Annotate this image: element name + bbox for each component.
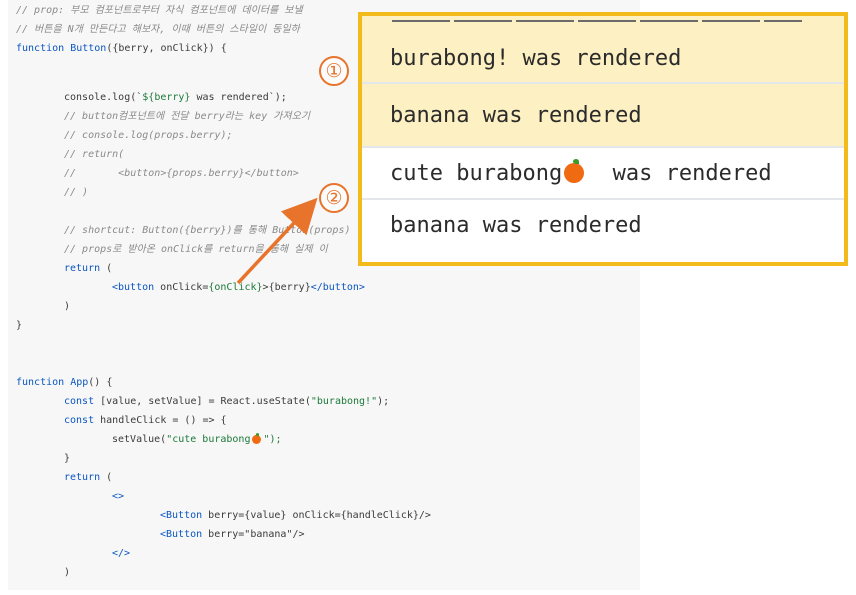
code-line-return: return (	[64, 472, 113, 483]
code-line-button-2: <Button berry="banana"/>	[160, 529, 305, 540]
code-line-use-state: const [value, setValue] = React.useState…	[64, 396, 390, 407]
tangerine-icon	[252, 432, 262, 444]
code-line-console-log: console.log(`${berry} was rendered`);	[64, 92, 287, 103]
tangerine-icon	[564, 159, 585, 183]
code-comment: // 버튼을 N개 만든다고 해보자, 이때 버튼의 스타일이 동일하	[16, 24, 300, 35]
annotation-marker-1: ①	[319, 56, 349, 86]
code-line-button-1: <Button berry={value} onClick={handleCli…	[160, 510, 431, 521]
code-line-brace-close: }	[64, 453, 71, 464]
code-line-paren-close: )	[64, 301, 71, 312]
console-row: burabong! was rendered	[362, 34, 844, 84]
code-line-return: return (	[64, 263, 113, 274]
code-comment: // props로 받아온 onClick를 return을 통해 실제 이	[64, 244, 328, 255]
code-line-function-app: function App() {	[16, 377, 113, 388]
code-line-brace-close: }	[16, 320, 23, 331]
code-line-paren-close: )	[64, 567, 71, 578]
code-comment: // )	[64, 187, 89, 198]
code-line-function-button: function Button({berry, onClick}) {	[16, 43, 227, 54]
code-comment: // <button>{props.berry}</button>	[64, 168, 299, 179]
code-comment: // console.log(props.berry);	[64, 130, 233, 141]
console-row: cute burabong was rendered	[362, 148, 844, 200]
code-line-fragment-open: <>	[112, 491, 125, 502]
code-line-handle-click: const handleClick = () => {	[64, 415, 227, 426]
console-row: banana was rendered	[390, 212, 642, 238]
console-output-panel: burabong! was rendered banana was render…	[358, 12, 848, 266]
code-line-button-jsx: <button onClick={onClick}>{berry}</butto…	[112, 282, 365, 293]
annotation-marker-2: ②	[319, 183, 349, 213]
code-line-fragment-close: </>	[112, 548, 131, 559]
code-comment: // return(	[64, 149, 125, 160]
console-row: banana was rendered	[362, 84, 844, 148]
code-comment: // button컴포넌트에 전달 berry라는 key 가져오기	[64, 111, 311, 122]
truncated-row	[362, 16, 844, 34]
code-comment: // shortcut: Button({berry})를 통해 Button(…	[64, 225, 351, 236]
code-comment: // prop: 부모 컴포넌트로부터 자식 컴포넌트에 데이터를 보낼	[16, 5, 303, 16]
code-line-set-value: setValue("cute burabong");	[112, 432, 282, 445]
